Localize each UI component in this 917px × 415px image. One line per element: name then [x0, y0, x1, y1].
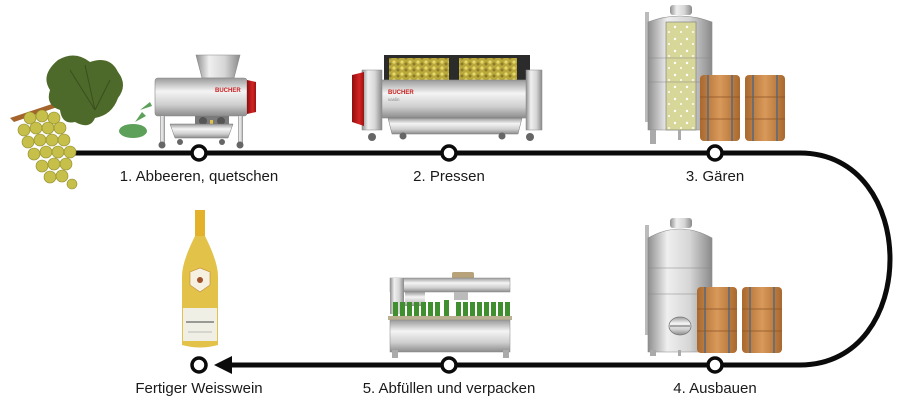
- arrowhead-icon: [214, 356, 232, 374]
- brand-logo: BUCHER: [215, 88, 241, 94]
- stop-marker-step-1: [190, 144, 208, 162]
- destemmer-crusher-icon: BUCHER: [119, 54, 256, 149]
- step-label-final: Fertiger Weisswein: [135, 380, 263, 397]
- stop-marker-step-4: [706, 356, 724, 374]
- step-label-4: 4. Ausbauen: [673, 380, 757, 397]
- stop-marker-step-2: [440, 144, 458, 162]
- process-line: [75, 150, 893, 368]
- aging-tank-barrels-icon: [645, 218, 782, 356]
- wine-press-icon: BUCHER vaslin: [352, 55, 543, 141]
- step-label-5: 5. Abfüllen und verpacken: [362, 380, 536, 397]
- step-label-3: 3. Gären: [685, 168, 745, 185]
- press-brand-sub: vaslin: [388, 97, 400, 102]
- stop-marker-final: [190, 356, 208, 374]
- step-label-2: 2. Pressen: [413, 168, 485, 185]
- step-label-1: 1. Abbeeren, quetschen: [119, 168, 279, 185]
- stop-marker-step-5: [440, 356, 458, 374]
- wine-bottle-icon: [182, 210, 218, 348]
- bottling-machine-icon: [388, 272, 512, 358]
- press-brand-logo: BUCHER: [388, 90, 414, 96]
- fermentation-tank-barrels-icon: [645, 5, 785, 144]
- stop-marker-step-3: [706, 144, 724, 162]
- grape-vine-icon: [10, 55, 123, 190]
